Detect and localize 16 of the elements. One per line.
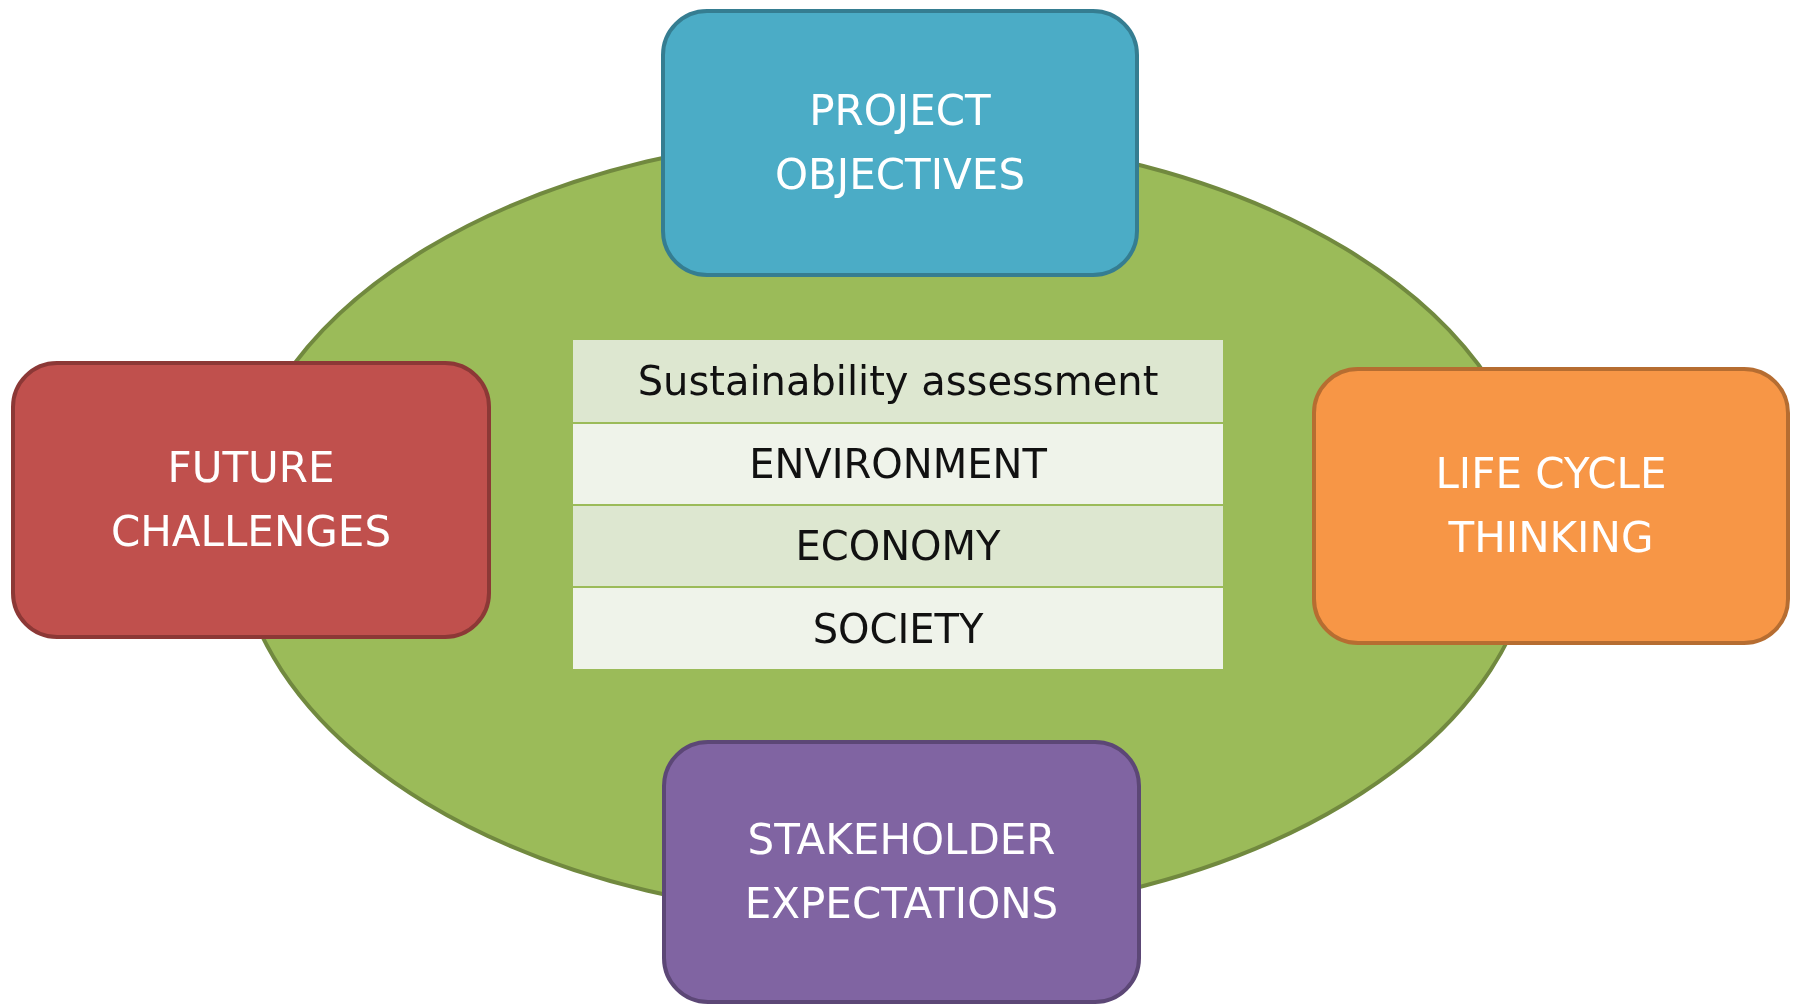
objectives-box [661, 9, 1139, 277]
box-label: FUTURE CHALLENGES [109, 442, 393, 558]
cell-text: ECONOMY [795, 523, 1001, 569]
cell-text: SOCIETY [812, 605, 984, 652]
table-header-row [573, 340, 1223, 422]
box-label: LIFE CYCLE THINKING [1434, 448, 1668, 564]
cell-text: ENVIRONMENT [749, 441, 1047, 487]
box-label: STAKEHOLDER EXPECTATIONS [743, 814, 1060, 930]
challenges-box [11, 361, 491, 639]
box-label: PROJECT OBJECTIVES [773, 85, 1027, 201]
table-row [573, 586, 1223, 669]
table-row [573, 422, 1223, 504]
stakeholder-box [662, 740, 1141, 1004]
life-cycle-box [1312, 367, 1790, 645]
cell-text: Sustainability assessment [637, 358, 1159, 404]
table-row [573, 504, 1223, 586]
